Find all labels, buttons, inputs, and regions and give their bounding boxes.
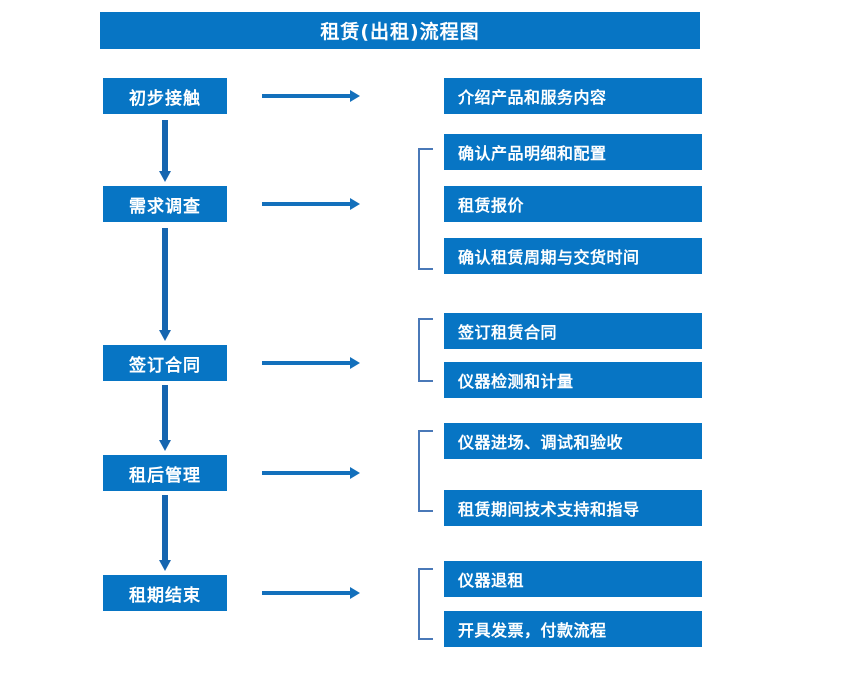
stage-box-2[interactable]: 需求调查 <box>103 186 227 222</box>
group-bracket-3 <box>418 430 433 512</box>
horizontal-arrow-5 <box>262 587 360 599</box>
detail-box-1[interactable]: 介绍产品和服务内容 <box>444 78 702 114</box>
detail-box-4[interactable]: 确认租赁周期与交货时间 <box>444 238 702 274</box>
detail-box-9[interactable]: 仪器退租 <box>444 561 702 597</box>
group-bracket-2 <box>418 318 433 382</box>
horizontal-arrow-4 <box>262 467 360 479</box>
chart-title: 租赁(出租)流程图 <box>100 12 700 49</box>
detail-box-8[interactable]: 租赁期间技术支持和指导 <box>444 490 702 526</box>
vertical-arrow-1 <box>159 120 171 182</box>
vertical-arrow-2 <box>159 228 171 341</box>
stage-box-4[interactable]: 租后管理 <box>103 455 227 491</box>
group-bracket-1 <box>418 148 433 270</box>
stage-box-3[interactable]: 签订合同 <box>103 345 227 381</box>
detail-box-6[interactable]: 仪器检测和计量 <box>444 362 702 398</box>
horizontal-arrow-2 <box>262 198 360 210</box>
detail-box-2[interactable]: 确认产品明细和配置 <box>444 134 702 170</box>
vertical-arrow-4 <box>159 495 171 571</box>
detail-box-10[interactable]: 开具发票，付款流程 <box>444 611 702 647</box>
detail-box-3[interactable]: 租赁报价 <box>444 186 702 222</box>
vertical-arrow-3 <box>159 385 171 451</box>
group-bracket-4 <box>418 568 433 640</box>
horizontal-arrow-1 <box>262 90 360 102</box>
detail-box-7[interactable]: 仪器进场、调试和验收 <box>444 423 702 459</box>
detail-box-5[interactable]: 签订租赁合同 <box>444 313 702 349</box>
stage-box-5[interactable]: 租期结束 <box>103 575 227 611</box>
stage-box-1[interactable]: 初步接触 <box>103 78 227 114</box>
horizontal-arrow-3 <box>262 357 360 369</box>
